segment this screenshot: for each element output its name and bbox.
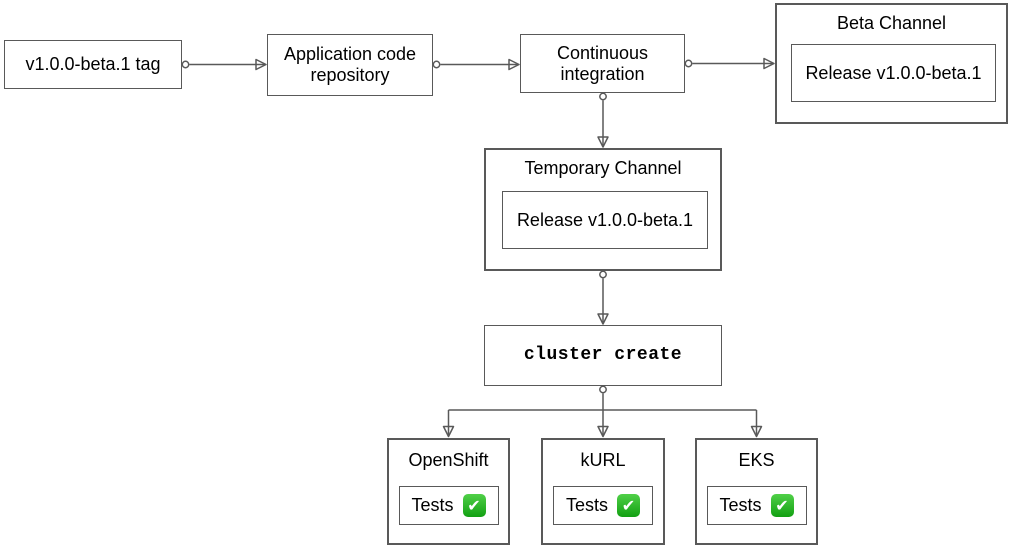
check-icon: ✔	[617, 494, 640, 517]
eks-tests-label: Tests	[719, 495, 762, 515]
node-temporary-channel: Temporary Channel Release v1.0.0-beta.1	[484, 148, 722, 271]
temporary-channel-title: Temporary Channel	[524, 158, 682, 178]
connection-port	[599, 270, 607, 279]
edge-ci-to-temporary-channel	[597, 92, 609, 148]
beta-release-label: Release v1.0.0-beta.1	[805, 62, 982, 83]
edge-ci-to-beta-channel	[684, 57, 775, 70]
platform-openshift-title: OpenShift	[408, 450, 489, 470]
node-continuous-integration: Continuous integration	[520, 34, 685, 93]
node-cluster-create: cluster create	[484, 325, 722, 386]
platform-kurl-title: kURL	[580, 450, 626, 470]
connection-port	[599, 385, 607, 394]
edge-repo-to-ci	[432, 58, 520, 71]
node-version-tag: v1.0.0-beta.1 tag	[4, 40, 182, 89]
cluster-create-label: cluster create	[523, 345, 683, 366]
openshift-tests-box: Tests ✔	[398, 486, 499, 525]
node-continuous-integration-label: Continuous integration	[556, 42, 649, 84]
platform-eks-title: EKS	[738, 450, 775, 470]
edge-cluster-create-to-platforms	[442, 385, 763, 438]
beta-channel-title: Beta Channel	[836, 13, 947, 33]
openshift-tests-label: Tests	[411, 495, 454, 515]
check-icon: ✔	[770, 494, 794, 517]
check-glyph: ✔	[467, 496, 481, 515]
connection-port	[684, 59, 693, 68]
connection-port	[432, 60, 441, 69]
node-beta-release: Release v1.0.0-beta.1	[791, 44, 996, 102]
node-application-code-repository: Application code repository	[267, 34, 433, 96]
eks-tests-box: Tests ✔	[706, 486, 807, 525]
node-platform-eks: EKS Tests ✔	[695, 438, 818, 545]
temporary-release-label: Release v1.0.0-beta.1	[516, 209, 694, 230]
check-icon: ✔	[462, 494, 486, 517]
node-application-code-repository-label: Application code repository	[283, 44, 417, 85]
connection-port	[181, 60, 190, 69]
kurl-tests-label: Tests	[565, 495, 608, 515]
connection-port	[599, 92, 607, 101]
node-version-tag-label: v1.0.0-beta.1 tag	[25, 54, 161, 75]
edge-temporary-channel-to-cluster-create	[597, 270, 609, 325]
node-platform-kurl: kURL Tests ✔	[541, 438, 665, 545]
node-temporary-release: Release v1.0.0-beta.1	[502, 191, 708, 249]
edge-tag-to-repo	[181, 58, 267, 71]
node-platform-openshift: OpenShift Tests ✔	[387, 438, 510, 545]
check-glyph: ✔	[775, 496, 789, 515]
check-glyph: ✔	[621, 496, 636, 515]
kurl-tests-box: Tests ✔	[553, 486, 653, 525]
node-beta-channel: Beta Channel Release v1.0.0-beta.1	[775, 3, 1008, 124]
